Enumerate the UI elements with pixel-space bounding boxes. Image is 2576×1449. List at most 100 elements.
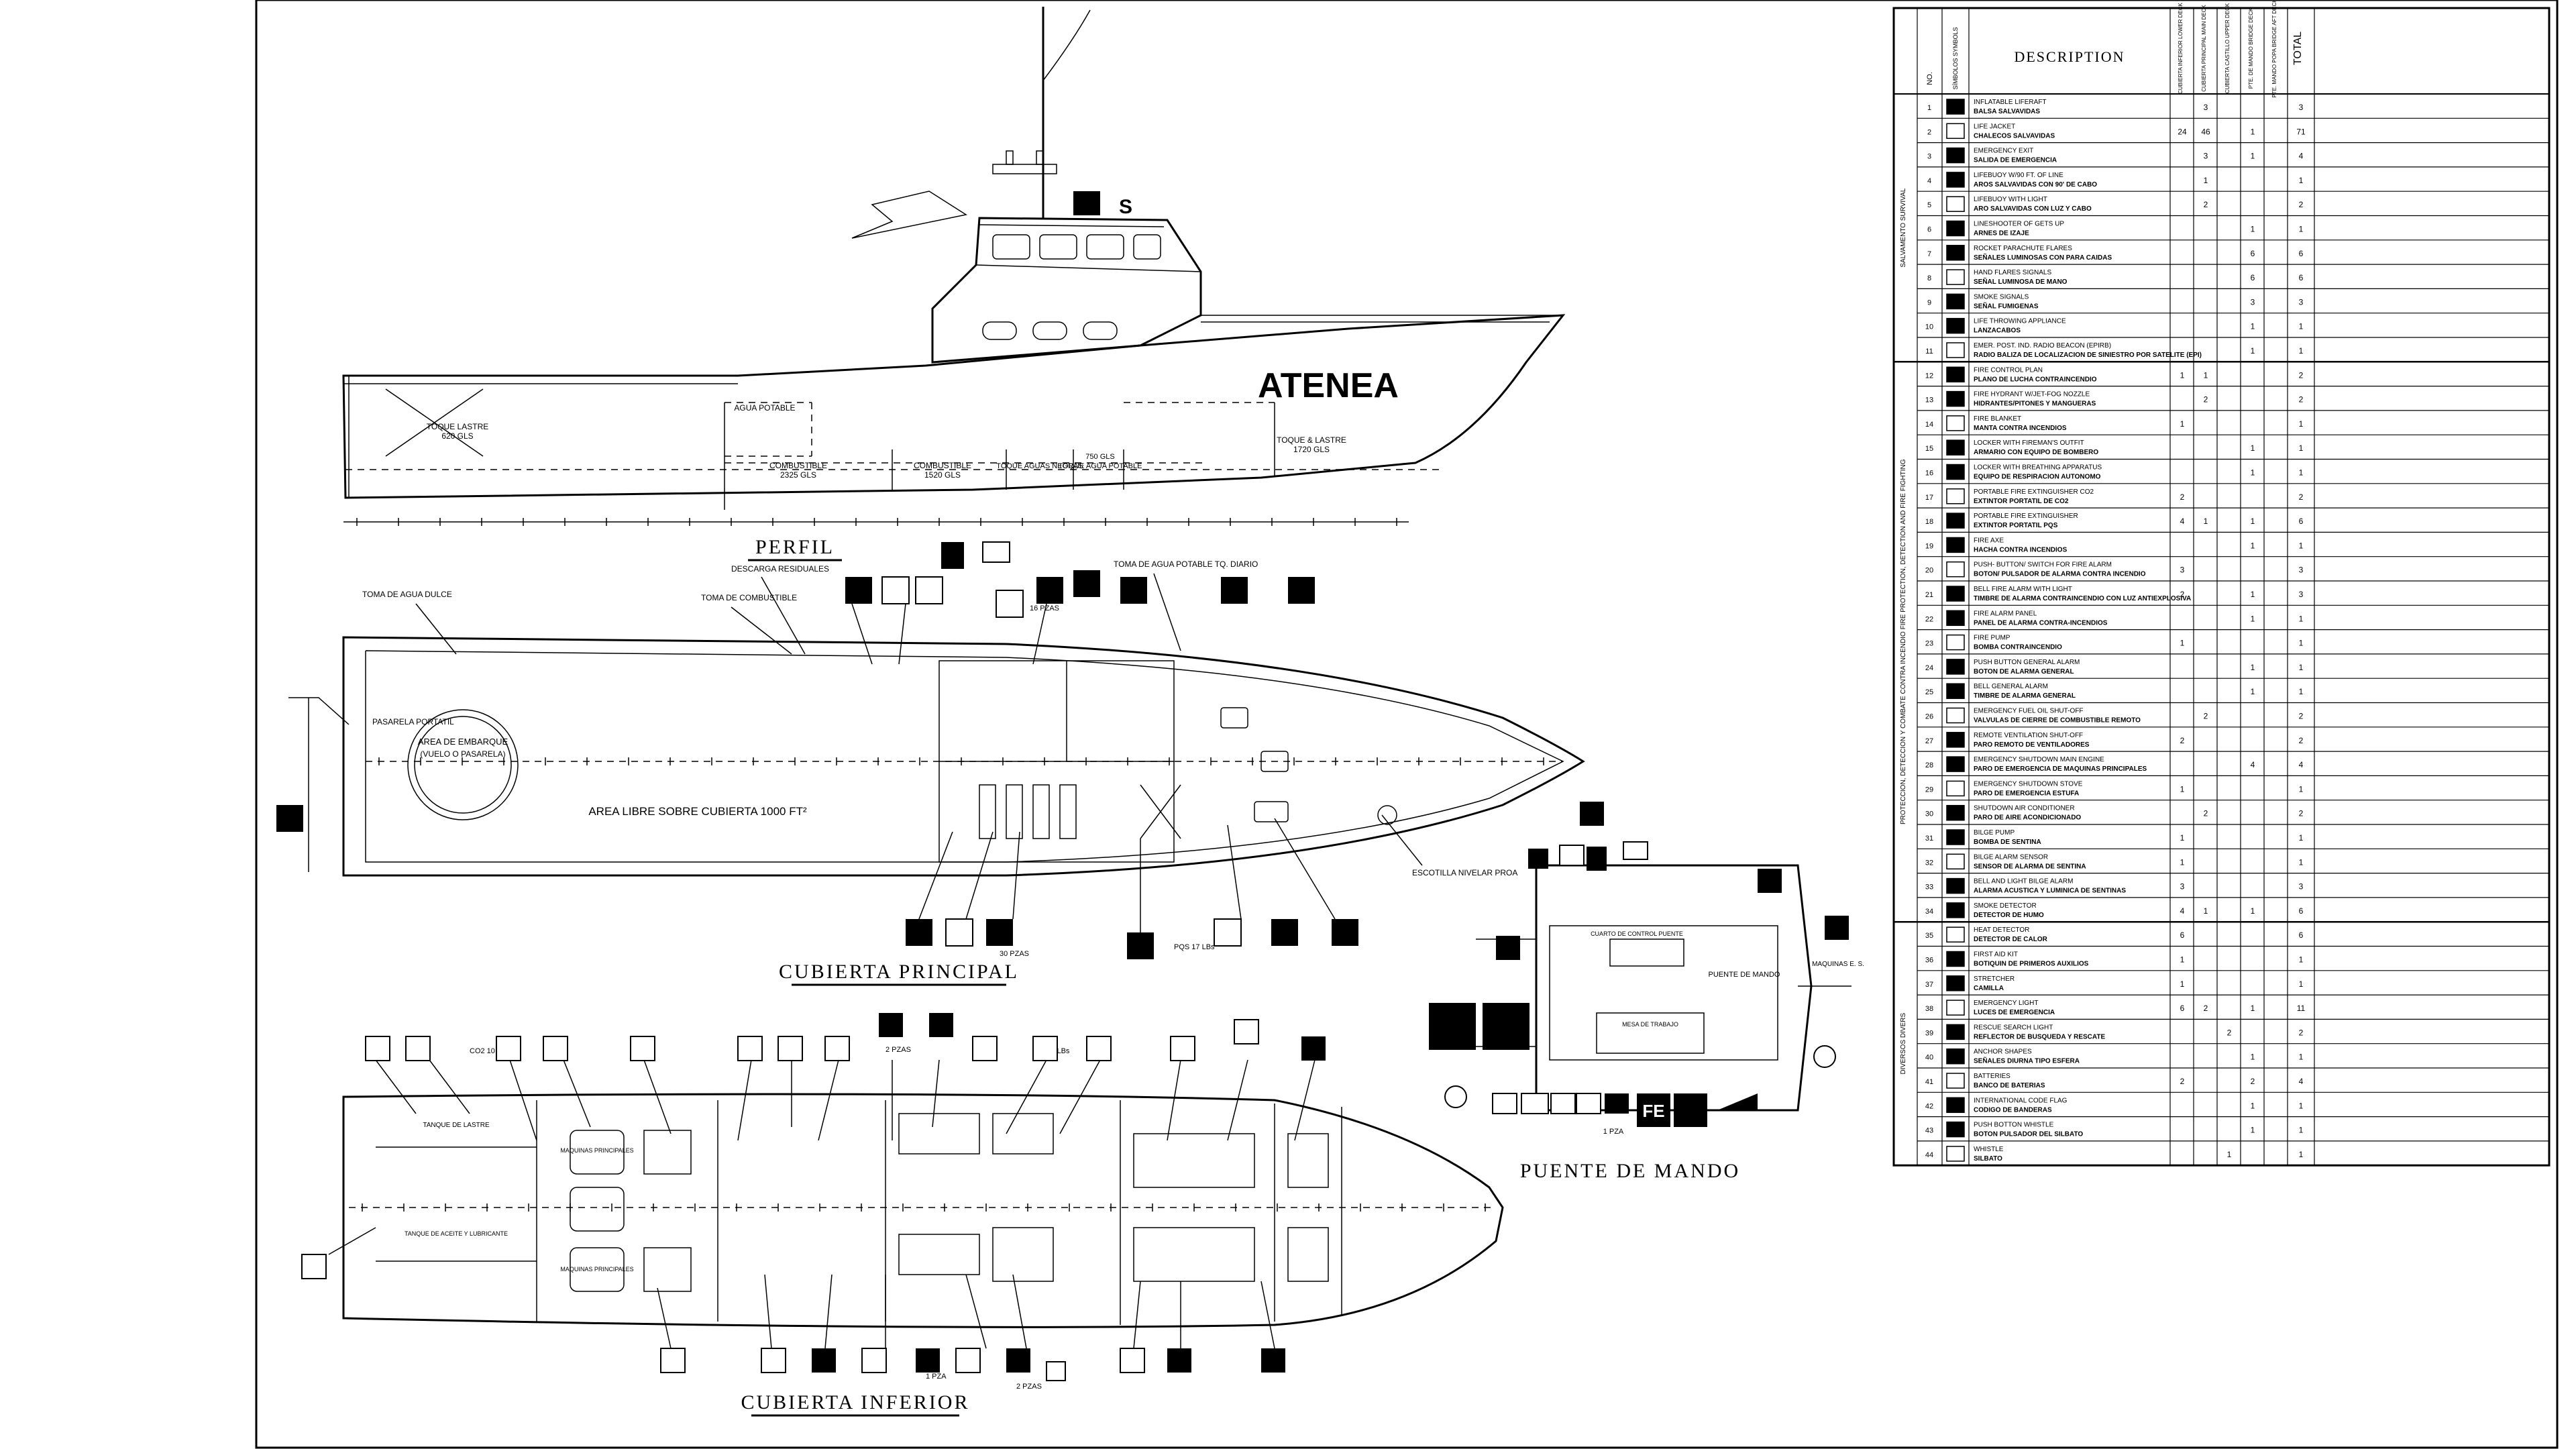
header-bridge-deck: PTE. DE MANDO BRIDGE DECK	[2248, 7, 2254, 89]
svg-text:2325 GLS: 2325 GLS	[780, 470, 816, 480]
row-count: 1	[2251, 346, 2255, 356]
group-label: DIVERSOS DIVERS	[1900, 1013, 1907, 1075]
row-symbol-icon	[1946, 707, 1965, 724]
row-description-en: FIRE BLANKET	[1974, 415, 2021, 423]
row-number: 34	[1925, 908, 1933, 916]
row-description-en: RESCUE SEARCH LIGHT	[1974, 1024, 2053, 1031]
row-count: 1	[2227, 1150, 2232, 1159]
svg-text:MAQUINAS PRINCIPALES: MAQUINAS PRINCIPALES	[560, 1266, 633, 1273]
row-description-es: BOTON PULSADOR DEL SILBATO	[1974, 1131, 2083, 1138]
row-total: 2	[2299, 1028, 2304, 1037]
row-symbol-icon	[1946, 317, 1965, 334]
row-symbol-icon	[1946, 610, 1965, 627]
row-description-es: BOTIQUIN DE PRIMEROS AUXILIOS	[1974, 961, 2089, 968]
free-area-label: AREA LIBRE SOBRE CUBIERTA 1000 FT²	[588, 805, 807, 818]
row-count: 1	[2251, 443, 2255, 453]
row-number: 15	[1925, 445, 1933, 453]
row-description-es: TIMBRE DE ALARMA GENERAL	[1974, 692, 2076, 700]
row-symbol-icon	[1946, 390, 1965, 407]
bridge-outline	[1535, 864, 1813, 1112]
row-symbol-icon	[1946, 366, 1965, 383]
row-total: 1	[2299, 225, 2304, 234]
row-number: 2	[1927, 128, 1931, 136]
row-description-es: ARNES DE IZAJE	[1974, 230, 2029, 237]
group-label: SALVAMENTO SURVIVAL	[1900, 188, 1907, 267]
row-count: 1	[2251, 1053, 2255, 1062]
row-number: 5	[1927, 201, 1931, 209]
row-description-es: LANZACABOS	[1974, 327, 2021, 335]
svg-text:TOMA DE COMBUSTIBLE: TOMA DE COMBUSTIBLE	[701, 593, 797, 602]
row-description-es: SEÑALES LUMINOSAS CON PARA CAIDAS	[1974, 253, 2112, 262]
svg-text:2 PZAS: 2 PZAS	[1016, 1383, 1042, 1391]
row-description-en: INTERNATIONAL CODE FLAG	[1974, 1097, 2068, 1104]
row-total: 2	[2299, 200, 2304, 209]
row-description-en: ROCKET PARACHUTE FLARES	[1974, 245, 2072, 252]
row-description-en: INFLATABLE LIFERAFT	[1974, 99, 2047, 106]
svg-text:16 PZAS: 16 PZAS	[1030, 604, 1059, 612]
row-description-en: LINESHOOTER OF GETS UP	[1974, 221, 2064, 228]
row-total: 6	[2299, 517, 2304, 526]
header-upper-deck: CUBIERTA CASTILLO UPPER DECK	[2224, 3, 2231, 93]
row-number: 35	[1925, 932, 1933, 940]
svg-text:620 GLS: 620 GLS	[441, 431, 473, 441]
row-number: 21	[1925, 591, 1933, 599]
row-number: 13	[1925, 396, 1933, 405]
svg-text:MAQUINAS E. S.: MAQUINAS E. S.	[1812, 961, 1864, 968]
row-count: 2	[2204, 1004, 2208, 1013]
row-number: 39	[1925, 1029, 1933, 1037]
row-description-en: SMOKE SIGNALS	[1974, 293, 2029, 301]
row-number: 26	[1925, 713, 1933, 721]
profile-view: S ATENEA TOQUE LASTRE 620 GLS AGUA POTAB…	[342, 7, 1566, 561]
row-description-es: SALIDA DE EMERGENCIA	[1974, 157, 2057, 164]
row-count: 1	[2180, 857, 2185, 867]
header-bridge-aft-deck: PTE. MANDO POPA BRIDGE AFT DECK	[2271, 0, 2277, 98]
row-total: 1	[2299, 419, 2304, 429]
row-total: 4	[2299, 152, 2304, 161]
row-description-en: PUSH- BUTTON/ SWITCH FOR FIRE ALARM	[1974, 561, 2112, 569]
row-symbol-icon	[1946, 537, 1965, 553]
row-number: 37	[1925, 981, 1933, 989]
row-number: 29	[1925, 786, 1933, 794]
row-symbol-icon	[1946, 1024, 1965, 1040]
row-description-en: STRETCHER	[1974, 975, 2015, 983]
group-label: PROTECCION, DETECCION Y COMBATE CONTRA I…	[1900, 459, 1907, 824]
row-count: 1	[2180, 955, 2185, 965]
row-description-en: LOCKER WITH BREATHING APPARATUS	[1974, 464, 2102, 472]
row-symbol-icon	[1946, 586, 1965, 602]
row-count: 1	[2251, 614, 2255, 623]
row-total: 1	[2299, 784, 2304, 794]
row-total: 1	[2299, 979, 2304, 989]
header-main-deck: CUBIERTA PRINCIPAL MAIN DECK	[2201, 5, 2207, 92]
row-total: 2	[2299, 492, 2304, 502]
row-total: 1	[2299, 1150, 2304, 1159]
row-description-es: RADIO BALIZA DE LOCALIZACION DE SINIESTR…	[1974, 352, 2202, 359]
row-symbol-icon	[1946, 1097, 1965, 1114]
row-count: 3	[2204, 152, 2208, 161]
row-number: 41	[1925, 1078, 1933, 1086]
row-count: 1	[2204, 370, 2208, 380]
row-symbol-icon	[1946, 683, 1965, 699]
row-description-en: SMOKE DETECTOR	[1974, 902, 2037, 910]
row-symbol-icon	[1946, 975, 1965, 991]
row-number: 38	[1925, 1005, 1933, 1013]
title-bridge: PUENTE DE MANDO	[1520, 1160, 1740, 1182]
svg-text:S: S	[1119, 196, 1132, 218]
row-description-en: BILGE ALARM SENSOR	[1974, 853, 2048, 861]
row-number: 24	[1925, 664, 1933, 672]
row-total: 1	[2299, 468, 2304, 478]
svg-text:PASARELA PORTATIL: PASARELA PORTATIL	[372, 717, 454, 727]
row-total: 1	[2299, 443, 2304, 453]
row-description-en: FIRE ALARM PANEL	[1974, 610, 2037, 617]
